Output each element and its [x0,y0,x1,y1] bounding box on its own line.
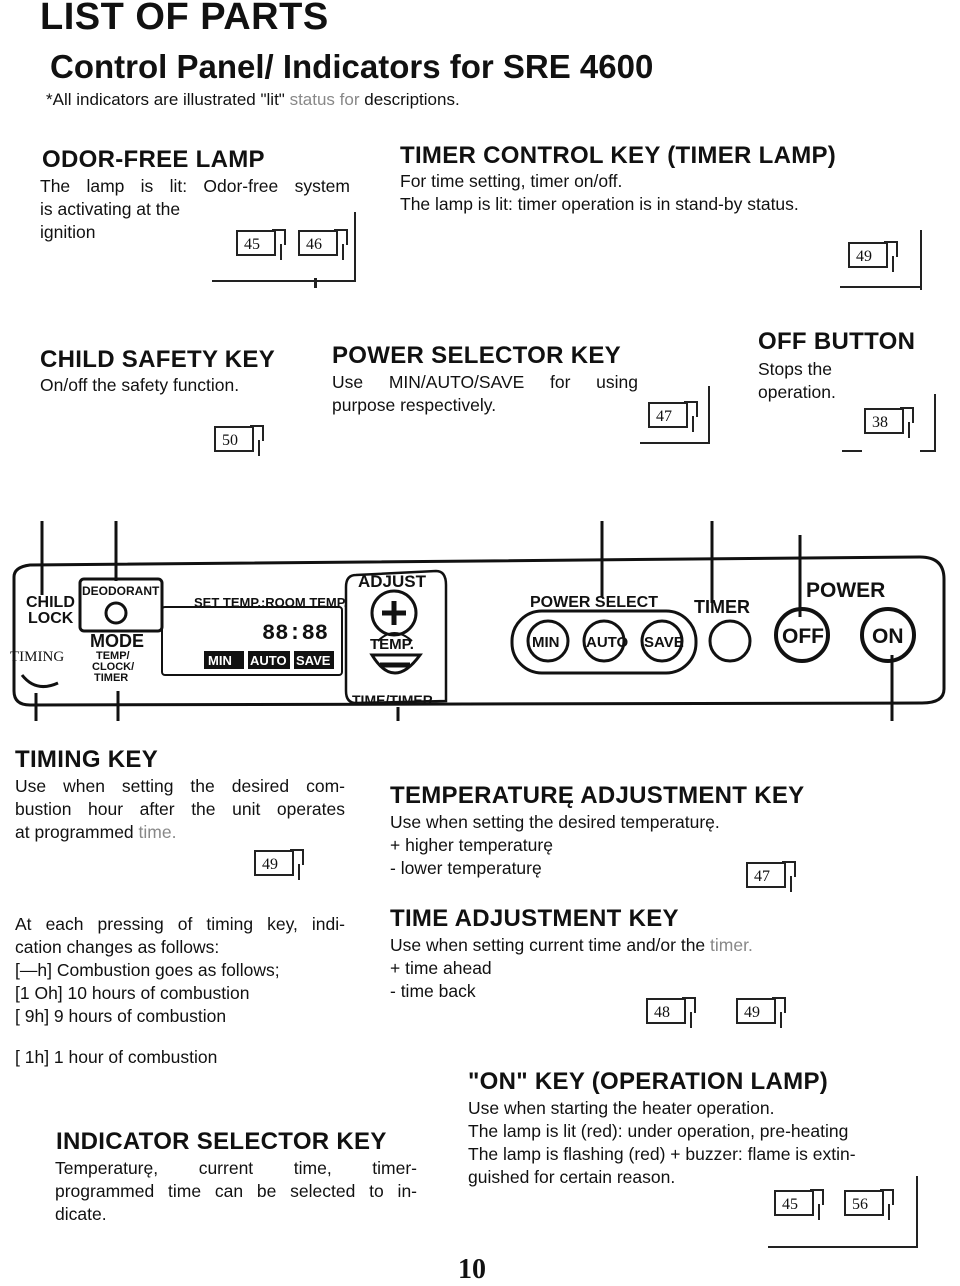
panel-label-mode: MODE [90,631,144,651]
lcd-min: MIN [208,653,232,668]
lcd-auto: AUTO [250,653,287,668]
lcd-save: SAVE [296,653,331,668]
time-adjustment-key-title: TIME ADJUSTMENT KEY [390,905,679,932]
page-title: LIST OF PARTS [40,0,329,38]
ref-figure-49: 49 [254,849,304,880]
bracket-line [640,442,710,444]
panel-label-timer: TIMER [694,597,750,617]
off-button-title: OFF BUTTON [758,328,916,355]
panel-label-timing: TIMING [10,649,64,665]
timer-control-key-desc: For time setting, timer on/off. The lamp… [400,171,799,214]
indicator-selector-key-title: INDICATOR SELECTOR KEY [56,1128,387,1155]
ref-figure-47: 47 [746,861,796,892]
temperature-adjustment-key-desc: Use when setting the desired temperaturę… [390,812,720,878]
off-button-desc: Stops the operation. [758,359,836,402]
bracket-line [840,286,922,288]
bracket-line [842,450,862,452]
panel-label-temp: TEMP/ [96,650,130,662]
ref-figure-49: 49 [848,241,898,272]
ref-figure-38: 38 [864,407,914,438]
control-panel-illustration: CHILD LOCK TIMING DEODORANT MODE TEMP/ C… [10,521,946,721]
timing-changes-desc: At each pressing of timing key, indi- ca… [15,914,345,1026]
bracket-line [920,230,922,290]
auto-button [582,619,626,663]
child-safety-key-desc: On/off the safety function. [40,375,240,395]
power-selector-key-desc: Use MIN/AUTO/SAVE for using purpose resp… [332,372,638,415]
page-subtitle: Control Panel/ Indicators for SRE 4600 [50,48,654,85]
ref-figure-56: 56 [844,1189,894,1220]
header-note: *All indicators are illustrated "lit" st… [46,90,460,109]
on-key-desc: Use when starting the heater operation. … [468,1098,856,1187]
bracket-line [314,278,317,288]
ref-figure-45: 45 [774,1189,824,1220]
auto-button-label: AUTO [586,634,629,651]
ref-figure-45: 45 [236,229,286,260]
min-button-label: MIN [532,634,560,651]
bracket-line [708,386,710,444]
lcd-display [161,606,343,676]
on-button-label: ON [872,625,904,648]
indicator-selector-key-desc: Temperaturę, current time, timer- progra… [55,1158,417,1224]
panel-label-power: POWER [806,579,885,602]
min-button [526,619,570,663]
lcd-digits: 88:88 [262,621,328,646]
save-button [640,619,684,663]
ref-figure-49: 49 [736,997,786,1028]
panel-label-timer-small: TIMER [94,672,128,684]
ref-figure-50: 50 [214,425,264,456]
timing-key-title: TIMING KEY [15,746,159,773]
bracket-line [212,280,356,282]
power-selector-key-title: POWER SELECTOR KEY [332,342,621,369]
timing-changes-last: [ 1h] 1 hour of combustion [15,1047,218,1067]
on-key-title: "ON" KEY (OPERATION LAMP) [468,1068,829,1095]
panel-label-child: CHILD [26,594,75,611]
on-button [860,607,916,663]
odor-free-lamp-desc: The lamp is lit: Odor-free system is act… [40,176,350,242]
child-safety-key-title: CHILD SAFETY KEY [40,346,276,373]
timer-button [708,619,752,663]
bracket-line [934,394,936,452]
bracket-line [354,212,356,280]
panel-label-set-temp: SET TEMP.:ROOM TEMP. [194,595,347,610]
time-adjustment-key-desc: Use when setting current time and/or the… [390,935,753,1001]
panel-label-time-timer: TIME/TIMER [352,692,433,708]
odor-free-lamp-title: ODOR-FREE LAMP [42,146,265,173]
panel-label-power-select: POWER SELECT [530,594,658,611]
panel-label-temp-adjust: TEMP. [370,636,414,653]
timer-control-key-title: TIMER CONTROL KEY (TIMER LAMP) [400,142,837,169]
off-button-label: OFF [782,625,824,648]
page-number: 10 [458,1254,486,1285]
save-button-label: SAVE [644,634,684,651]
deodorant-button [104,601,128,625]
panel-label-clock: CLOCK/ [92,661,134,673]
panel-outline [12,555,946,707]
ref-figure-46: 46 [298,229,348,260]
temperature-adjustment-key-title: TEMPERATURĘ ADJUSTMENT KEY [390,782,805,809]
timing-key-desc: Use when setting the desired com- bustio… [15,776,345,842]
ref-figure-48: 48 [646,997,696,1028]
panel-label-deodorant: DEODORANT [82,584,160,598]
bracket-line [920,450,936,452]
ref-figure-47: 47 [648,401,698,432]
panel-label-adjust: ADJUST [358,572,427,591]
temp-down-button [369,653,423,675]
off-button [774,607,830,663]
panel-label-lock: LOCK [28,610,74,627]
temp-up-button [370,589,418,637]
bracket-line [916,1176,918,1248]
bracket-line [768,1246,918,1248]
